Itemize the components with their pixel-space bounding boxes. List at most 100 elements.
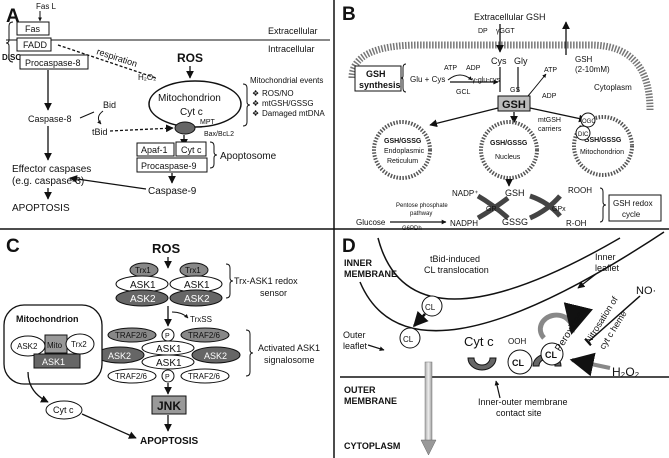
trx1-label-right: Trx1	[185, 266, 201, 275]
procaspase9-box	[136, 157, 208, 173]
inner-leaflet-label-1: Inner	[595, 252, 616, 262]
ask2-label-mid-left: ASK2	[108, 351, 131, 361]
gs-label: GS	[510, 87, 520, 94]
traf-label-tr: TRAF2/6	[188, 331, 221, 340]
glucose-label: Glucose	[356, 218, 386, 227]
effector-example-label: (e.g. caspase-3)	[12, 176, 84, 187]
mito-ask1	[33, 353, 81, 369]
ask1-label-mid-bottom: ASK1	[156, 358, 182, 369]
release-channel-arrowhead	[420, 439, 437, 456]
dic-carrier	[575, 125, 591, 141]
nucleus-label: Nucleus	[495, 154, 521, 161]
mito-event-bullet: ❖	[252, 109, 259, 118]
caspase9-label: Caspase-9	[148, 186, 197, 197]
outer-membrane-label-1: OUTER	[344, 385, 376, 395]
cytc-box-a	[175, 141, 207, 157]
tbid-to-mpt-arrow	[109, 124, 174, 133]
nadph-label: NADPH	[450, 219, 478, 228]
er-label-2: Reticulum	[387, 158, 418, 165]
panel-d-letter: D	[342, 236, 356, 257]
jnk-box	[151, 395, 187, 415]
extracellular-label: Extracellular	[268, 26, 318, 36]
cytc-to-apoptosis-arrow	[81, 413, 137, 439]
casp9-to-effector-arrow	[69, 175, 147, 190]
gr-label: GR	[486, 206, 497, 213]
fas-box	[16, 21, 50, 36]
mito-event-bullet: ❖	[252, 89, 259, 98]
atp-label-1: ATP	[444, 65, 457, 72]
bax-bcl2-label: Bax/BcL2	[204, 131, 234, 138]
nucleus-gsh-label: GSH/GSSG	[490, 140, 528, 147]
mito-event-bullet: ❖	[252, 99, 259, 108]
gcl-label: GCL	[456, 89, 471, 96]
casp8-bid-line	[79, 111, 95, 119]
gly-label-b: Gly	[514, 56, 528, 66]
mito-trx2-label: Trx2	[71, 340, 87, 349]
ggt-label: γGGT	[496, 28, 515, 35]
apoptosis-label-c: APOPTOSIS	[140, 436, 198, 447]
cl-label-4: CL	[545, 350, 557, 360]
inner-membrane-upper-curve	[377, 237, 621, 300]
jnk-label: JNK	[157, 399, 181, 413]
apoptosis-label-a: APOPTOSIS	[12, 203, 70, 214]
dp-label: DP	[478, 28, 488, 35]
outer-leaflet-arrow	[367, 344, 385, 352]
inner-leaflet-label-2: leaflet	[595, 263, 620, 273]
sensor-label-1: Trx-ASK1 redox	[234, 276, 298, 286]
ppp-label-1: Pentose phosphate	[396, 203, 448, 209]
caspase8-label: Caspase-8	[28, 114, 72, 124]
cytoplasm-label-b: Cytoplasm	[594, 83, 632, 92]
mito-event-3: Damaged mtDNA	[262, 109, 325, 118]
ask1-label-right: ASK1	[184, 280, 210, 291]
fadd-box	[16, 37, 52, 52]
ask2-right	[169, 289, 223, 307]
gsh-synthesis-label-1: GSH	[366, 69, 386, 79]
cl-translocation-arrow	[412, 310, 429, 328]
inner-membrane-label-1: INNER	[344, 258, 373, 268]
gpx-label: GPx	[552, 206, 566, 213]
sensor-label-2: sensor	[260, 288, 287, 298]
phospho-label-top: P	[165, 333, 170, 340]
mito-events-brace	[242, 83, 251, 127]
contact-site-label-2: contact site	[496, 408, 542, 418]
apoptosome-label: Apoptosome	[220, 151, 277, 162]
sensor-brace	[225, 263, 234, 299]
cytc-box-label-a: Cyt c	[181, 145, 202, 155]
gsh-cycle-label: GSH	[505, 188, 525, 198]
release-channel-shaft	[424, 361, 433, 443]
mito-box-label: Mito	[47, 341, 63, 350]
traf-bottom-left	[107, 368, 157, 384]
inner-membrane-label-2: MEMBRANE	[344, 269, 397, 279]
traf-label-tl: TRAF2/6	[115, 331, 148, 340]
signalosome-label-1: Activated ASK1	[258, 343, 320, 353]
er-organelle	[372, 120, 432, 180]
gsh-synthesis-label-2: synthesis	[359, 80, 401, 90]
panel-d: D INNER MEMBRANE Inner leaflet tBid-indu…	[340, 231, 669, 456]
traf-label-br: TRAF2/6	[188, 372, 221, 381]
trx1-label-left: Trx1	[135, 266, 151, 275]
fadd-label: FADD	[23, 40, 48, 50]
tbid-translocation-label-2: CL translocation	[424, 265, 489, 275]
peroxidase-label: Peroxidase	[553, 305, 589, 354]
mito-event-2: mtGSH/GSSG	[262, 99, 314, 108]
traf-label-bl: TRAF2/6	[115, 372, 148, 381]
nadp-label: NADP⁺	[452, 189, 478, 198]
traf-bottom-right	[180, 368, 230, 384]
er-gsh-label: GSH/GSSG	[384, 138, 422, 145]
redox-cycle-label-2: cycle	[622, 210, 641, 219]
glu-cys-label: Glu + Cys	[410, 75, 445, 84]
mpt-label: MPT	[200, 119, 216, 126]
cl-label-3: CL	[512, 358, 524, 368]
cys-label-b: Cys	[491, 56, 507, 66]
panel-c-letter: C	[6, 236, 20, 257]
gcl-atp-curve	[447, 74, 473, 81]
outer-leaflet-label-1: Outer	[343, 330, 366, 340]
signalosome-brace	[245, 329, 254, 377]
gssg-label: GSSG	[502, 217, 528, 227]
panel-a: A Extracellular Intracellular Fas L Fas …	[2, 2, 330, 214]
respiration-arrow	[57, 44, 157, 79]
disc-label: DISC	[2, 53, 21, 62]
procaspase8-label: Procaspase-8	[25, 58, 81, 68]
panel-b: B Extracellular GSH DP γGGT Cys Gly GSH …	[342, 4, 662, 232]
